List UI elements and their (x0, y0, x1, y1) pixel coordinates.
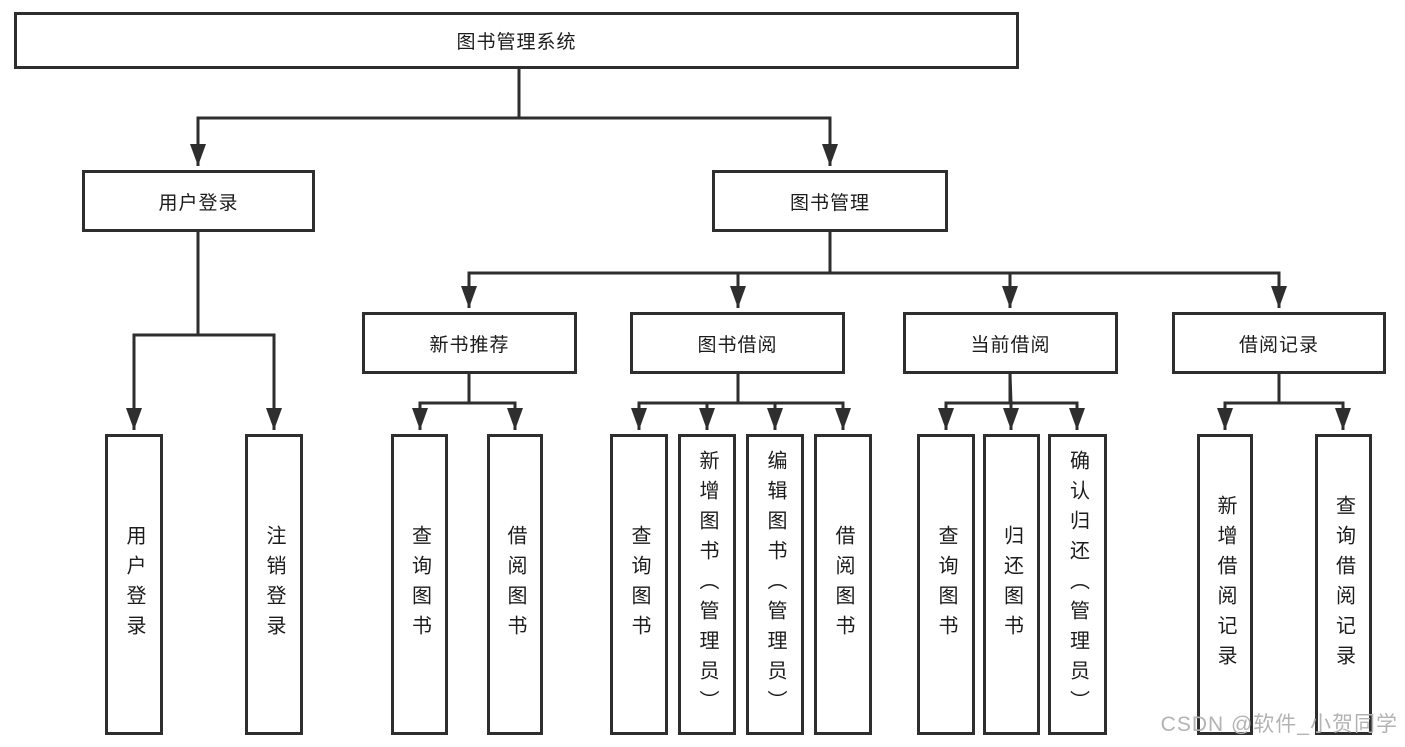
node-book-management: 图书管理 (712, 170, 948, 232)
leaf-edit-book-admin: 编辑图书（管理员） (746, 434, 804, 735)
leaf-query-books-borrowing: 查询图书 (610, 434, 668, 735)
leaf-confirm-return-admin: 确认归还（管理员） (1048, 434, 1107, 735)
leaf-logout: 注销登录 (245, 434, 303, 735)
csdn-watermark: CSDN @软件_小贺同学 (1160, 713, 1398, 736)
leaf-add-borrow-record: 新增借阅记录 (1197, 434, 1253, 735)
leaf-query-books-recommend: 查询图书 (391, 434, 448, 735)
node-borrow-records: 借阅记录 (1172, 312, 1386, 374)
leaf-user-login: 用户登录 (105, 434, 163, 735)
node-user-login: 用户登录 (82, 170, 315, 232)
leaf-query-borrow-record: 查询借阅记录 (1315, 434, 1372, 735)
node-current-borrowing: 当前借阅 (903, 312, 1118, 374)
leaf-borrow-books-recommend: 借阅图书 (487, 434, 543, 735)
node-system-root: 图书管理系统 (14, 12, 1019, 69)
leaf-borrow-books: 借阅图书 (814, 434, 872, 735)
node-book-borrowing: 图书借阅 (630, 312, 845, 374)
node-new-book-recommend: 新书推荐 (362, 312, 577, 374)
leaf-query-books-current: 查询图书 (917, 434, 975, 735)
leaf-return-book: 归还图书 (983, 434, 1040, 735)
leaf-add-book-admin: 新增图书（管理员） (678, 434, 736, 735)
